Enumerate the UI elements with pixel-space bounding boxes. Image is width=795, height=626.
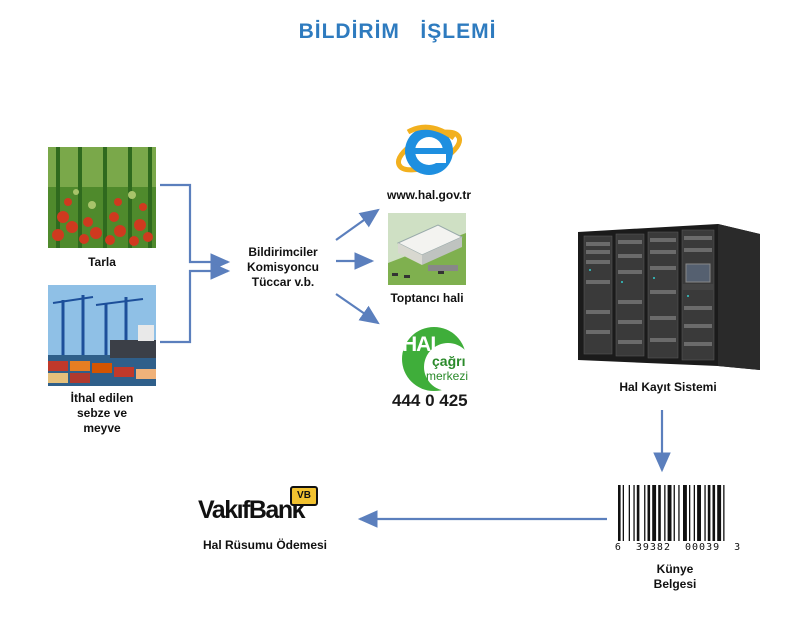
import-label: İthal edilen sebze ve meyve: [70, 391, 134, 435]
field-tomato-picture: [48, 147, 156, 248]
wholesale-market-picture: [388, 213, 466, 285]
system-label: Hal Kayıt Sistemi: [619, 380, 717, 394]
import-port-picture: [48, 285, 156, 386]
wholesale-label: Toptancı hali: [390, 291, 464, 305]
field-label: Tarla: [88, 255, 116, 269]
website-label: www.hal.gov.tr: [386, 188, 471, 202]
arrow-to-website: [335, 208, 380, 241]
arrow-to-callcenter: [335, 293, 380, 325]
bank-label: Hal Rüsumu Ödemesi: [202, 538, 328, 552]
hal-call-center-logo: HAL çağrı merkezi: [396, 325, 476, 393]
barcode-digits: 6 39382 00039 3: [614, 542, 742, 553]
internet-explorer-icon: [394, 116, 464, 182]
vakifbank-logo: VakıfBank VB: [198, 486, 328, 530]
arrow-import-to-notifiers: [160, 262, 231, 344]
server-rack-picture: [568, 220, 768, 372]
vakifbank-badge: VB: [290, 486, 318, 506]
barcode-picture: 6 39382 00039 3: [612, 485, 744, 557]
arrow-field-to-notifiers: [160, 183, 231, 271]
page-title: BİLDİRİM İŞLEMİ: [298, 20, 497, 43]
notifiers-label: Bildirimciler Komisyoncu Tüccar v.b.: [246, 245, 319, 289]
callcenter-number: 444 0 425: [392, 391, 468, 410]
certificate-label: Künye Belgesi: [653, 562, 697, 591]
